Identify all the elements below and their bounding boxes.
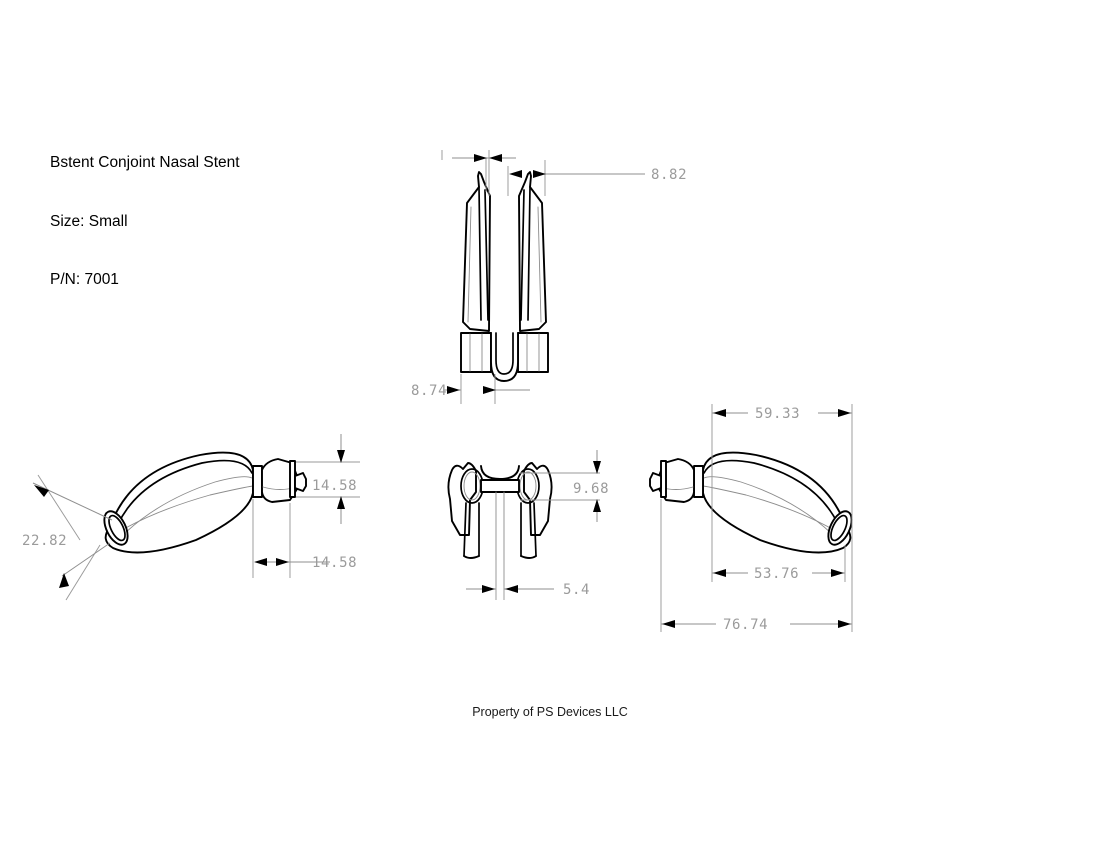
left-view-end-stub: [294, 472, 307, 492]
left-angle-value: 22.82: [22, 533, 67, 549]
left-angle-arrow-lower: [59, 573, 69, 588]
front-height-value: 9.68: [573, 481, 609, 497]
right-length-value: 59.33: [755, 406, 800, 422]
top-8-82-arrow-inner: [509, 170, 522, 178]
front-view-outer-body-right: [523, 462, 553, 536]
front-view-left-lumen-inner: [463, 471, 481, 501]
top-view-right-prong: [518, 171, 547, 332]
top-view-bottom-width-dimension: 8.74: [411, 374, 530, 404]
right-53-arrow-right: [831, 569, 844, 577]
left-view-body-seam: [123, 476, 253, 535]
part-number-label: P/N: 7001: [50, 271, 119, 288]
left-view-lower-crease: [111, 485, 254, 537]
right-59-arrow-left: [713, 409, 726, 417]
top-view-right-prong-crease: [537, 206, 542, 323]
front-view-left-prong-outline: [463, 555, 480, 559]
front-view-right-prong-outline: [520, 555, 537, 559]
left-angle-leader-lower: [61, 542, 111, 577]
front-view-right-prong-wall: [520, 502, 537, 557]
size-label: Size: Small: [50, 212, 128, 230]
top-view-outer-width-dimension: 8.82: [507, 160, 687, 196]
front-end-view: 9.68 5.4: [447, 450, 609, 600]
front-view-outer-body: [447, 462, 477, 536]
top-inner-arrow-left: [474, 154, 487, 162]
ownership-footer: Property of PS Devices LLC: [472, 705, 628, 719]
left-view-tube-body: [104, 451, 254, 554]
front-web-arrow-left: [482, 585, 495, 593]
left-height-value: 14.58: [312, 478, 357, 494]
top-view-left-prong-crease: [467, 206, 472, 323]
right-view-mid-length-dimension: 53.76: [711, 530, 846, 582]
top-view-inner-gap-dimension: [441, 150, 516, 196]
top-view-left-prong-edge: [478, 186, 489, 321]
top-view-u-bridge-inner: [495, 332, 514, 375]
right-overall-length-value: 76.74: [723, 617, 768, 633]
top-view-right-prong-edge: [520, 186, 531, 321]
right-view-flange: [660, 460, 667, 498]
right-76-arrow-left: [662, 620, 675, 628]
front-view-central-web: [480, 479, 520, 493]
front-view-height-dimension: 9.68: [520, 450, 609, 522]
top-view-left-collar: [460, 332, 492, 373]
right-view-neck: [693, 465, 704, 498]
right-view-length-dimension: 59.33: [711, 404, 853, 530]
top-8-74-value: 8.74: [411, 383, 447, 399]
top-8-74-arrow-left: [447, 386, 460, 394]
left-view-height-dimension: 14.58: [296, 434, 360, 524]
left-view-upper-ridge: [117, 459, 253, 525]
front-view-saddle-notch: [480, 465, 520, 480]
title-block: Bstent Conjoint Nasal Stent Size: Small …: [50, 114, 240, 329]
top-8-74-arrow-right: [483, 386, 496, 394]
left-view-width-dimension: 14.58: [252, 499, 357, 578]
top-8-82-value: 8.82: [651, 167, 687, 183]
left-view-neck: [252, 465, 263, 498]
front-web-arrow-right: [505, 585, 518, 593]
front-view-central-spine: [495, 491, 505, 587]
front-view-left-prong-wall: [463, 502, 480, 557]
product-name: Bstent Conjoint Nasal Stent: [50, 154, 240, 171]
right-view-overall-length-dimension: 76.74: [660, 499, 853, 633]
left-width-arrow-right: [276, 558, 289, 566]
top-view: 8.82 8.74: [411, 150, 687, 404]
right-side-view: 59.33 53.76 76.74: [649, 404, 853, 633]
right-59-arrow-right: [838, 409, 851, 417]
right-mid-length-value: 53.76: [754, 566, 799, 582]
right-view-upper-ridge: [703, 459, 839, 525]
left-view-angle-dimension: 22.82: [22, 474, 113, 601]
front-web-width-value: 5.4: [563, 582, 590, 598]
left-width-arrow-left: [254, 558, 267, 566]
left-width-value: 14.58: [312, 555, 357, 571]
top-view-right-collar-line: [526, 333, 540, 372]
left-angle-ext-upper: [37, 474, 81, 541]
right-view-lumen-inner: [830, 514, 848, 542]
front-height-arrow-bottom: [593, 499, 601, 512]
top-inner-arrow-right: [489, 154, 502, 162]
left-side-view: 22.82 14.58 14.58: [22, 434, 360, 601]
right-view-lumen-opening: [827, 510, 853, 546]
top-view-left-prong: [462, 171, 491, 332]
left-height-arrow-top: [337, 450, 345, 463]
front-height-arrow-top: [593, 461, 601, 474]
front-view-web-width-dimension: 5.4: [466, 560, 590, 600]
right-view-end-stub: [649, 472, 662, 492]
left-angle-arrow-upper: [34, 485, 49, 497]
right-view-tube-body: [702, 451, 852, 554]
top-8-82-arrow-outer: [533, 170, 546, 178]
left-angle-leader-upper: [32, 482, 113, 521]
right-53-arrow-left: [713, 569, 726, 577]
top-view-right-collar: [517, 332, 549, 373]
right-76-arrow-right: [838, 620, 851, 628]
left-height-arrow-bottom: [337, 496, 345, 509]
left-view-lumen-inner: [108, 514, 126, 542]
left-view-flange: [289, 460, 296, 498]
top-view-left-collar-line: [469, 333, 483, 372]
